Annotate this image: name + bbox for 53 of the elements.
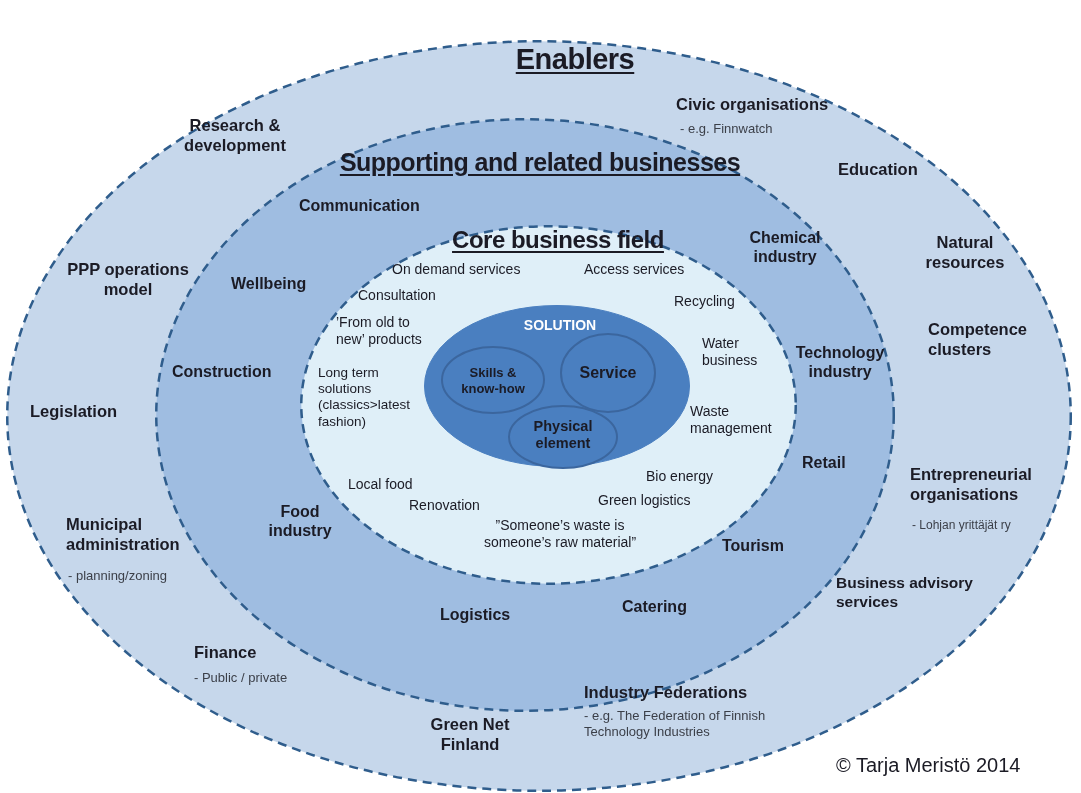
ring-label-text: Wellbeing	[231, 274, 308, 294]
ring-label-text: Business advisory services	[836, 574, 974, 612]
ring-label-text: Waste management	[690, 403, 773, 437]
ring-label-text: Municipal administration	[66, 515, 181, 555]
ring-label-text: Renovation	[409, 497, 481, 514]
ring-label-text: Consultation	[358, 287, 437, 304]
ring-label-text: Legislation	[30, 402, 119, 422]
ring-label-text: Bio energy	[646, 468, 714, 485]
ring-label-text: Green logistics	[598, 492, 692, 509]
ring-label-text: On demand services	[392, 261, 522, 278]
solution-part-text: Service	[578, 363, 638, 383]
skills-ellipse	[441, 346, 545, 414]
ring-label-text: Green Net Finland	[429, 715, 511, 755]
ring-label-text: Education	[838, 160, 919, 180]
ring-label-text: ”Someone’s waste is someone’s raw material”	[482, 517, 638, 551]
solution-part-text: Skills & know-how	[460, 365, 526, 397]
ring-label-text: Technology industry	[794, 343, 886, 382]
ring-label-text: Long term solutions (classics>latest fashion)	[318, 365, 411, 430]
ring-label-text: Food industry	[267, 502, 333, 541]
solution-part-text: Physical element	[532, 418, 594, 453]
ring-label-text: Water business	[702, 335, 759, 369]
physical-element-ellipse	[508, 405, 618, 469]
ring-label-text: Competence clusters	[928, 320, 1029, 360]
service-ellipse	[560, 333, 656, 413]
ring-label-text: Recycling	[674, 293, 736, 310]
example-note-text: - planning/zoning	[68, 568, 169, 584]
ring-label-text: Retail	[802, 453, 847, 473]
ring-label-text: PPP operations model	[66, 260, 190, 300]
ring-label-text: Communication	[299, 196, 421, 216]
ring-label-text: Finance	[194, 643, 258, 663]
ring-label-text: Entrepreneurial organisations	[910, 465, 1033, 505]
example-note-text: - e.g. Finnwatch	[680, 121, 774, 137]
heading-text: Supporting and related businesses	[338, 147, 742, 177]
example-note-text: - Lohjan yrittäjät ry	[912, 518, 1012, 533]
ring-label-text: Logistics	[440, 605, 512, 625]
ring-label-text: Construction	[172, 362, 273, 382]
example-note-text: - e.g. The Federation of Finnish Technology Industries	[584, 708, 767, 740]
example-note-text: - Public / private	[194, 670, 289, 686]
ring-label-text: Local food	[348, 476, 414, 493]
ring-label-text: Chemical industry	[748, 228, 822, 267]
heading-text: Core business field	[451, 226, 665, 255]
ring-label-text: Industry Federations	[584, 683, 749, 703]
copyright-note: © Tarja Meristö 2014	[836, 753, 1022, 777]
ring-label-text: Research & development	[183, 116, 287, 156]
heading-text: Enablers	[514, 42, 636, 77]
ring-label-text: Civic organisations	[676, 95, 830, 115]
enablers-ellipse	[6, 40, 1072, 792]
ring-label-text: Tourism	[722, 536, 785, 556]
ring-label-text: Natural resources	[924, 233, 1006, 273]
ring-label-text: ’From old to new’ products	[336, 314, 423, 348]
solution-heading-text: SOLUTION	[522, 317, 598, 334]
ring-label-text: Catering	[622, 597, 688, 617]
ring-label-text: Access services	[584, 261, 686, 278]
